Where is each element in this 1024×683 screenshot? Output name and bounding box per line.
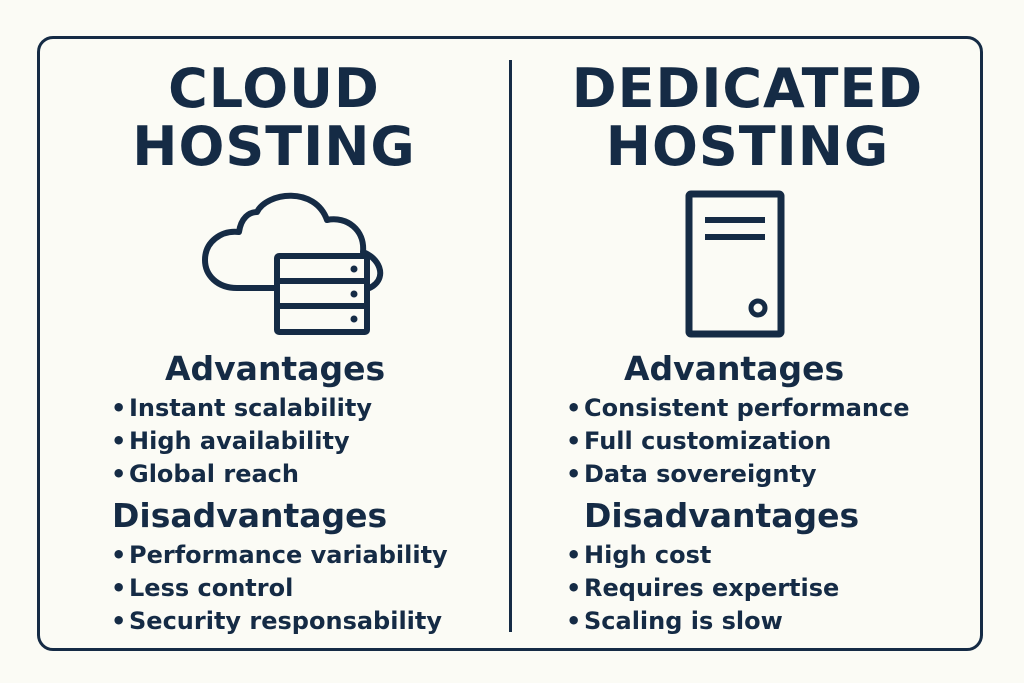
list-item: •Performance variability bbox=[111, 541, 448, 569]
list-item: •Security responsability bbox=[111, 607, 443, 635]
list-item: •Requires expertise bbox=[566, 574, 840, 602]
list-item: •High cost bbox=[566, 541, 712, 569]
list-item: •High availability bbox=[111, 427, 350, 455]
list-item: •Instant scalability bbox=[111, 394, 372, 422]
advantages-heading: Advantages bbox=[624, 349, 845, 388]
list-item: •Consistent performance bbox=[566, 394, 910, 422]
cloud-server-icon bbox=[202, 192, 384, 335]
advantages-heading: Advantages bbox=[165, 349, 386, 388]
list-item: •Scaling is slow bbox=[566, 607, 783, 635]
advantages-list: •Consistent performance •Full customizat… bbox=[566, 392, 910, 491]
advantages-list: •Instant scalability •High availability … bbox=[111, 392, 372, 491]
disadvantages-list: •High cost •Requires expertise •Scaling … bbox=[566, 539, 839, 638]
dedicated-hosting-title: DEDICATED HOSTING bbox=[512, 60, 983, 176]
column-divider bbox=[509, 60, 512, 632]
list-item: •Less control bbox=[111, 574, 294, 602]
disadvantages-list: •Performance variability •Less control •… bbox=[111, 539, 448, 638]
title-line-1: DEDICATED bbox=[571, 57, 924, 120]
list-item: •Global reach bbox=[111, 460, 299, 488]
disadvantages-heading: Disadvantages bbox=[112, 496, 388, 535]
list-item: •Data sovereignty bbox=[566, 460, 817, 488]
title-line-2: HOSTING bbox=[605, 115, 890, 178]
server-tower-icon bbox=[685, 190, 785, 338]
title-line-1: CLOUD bbox=[168, 57, 380, 120]
comparison-frame bbox=[37, 36, 983, 651]
cloud-hosting-title: CLOUD HOSTING bbox=[37, 60, 511, 176]
title-line-2: HOSTING bbox=[132, 115, 416, 178]
list-item: •Full customization bbox=[566, 427, 832, 455]
disadvantages-heading: Disadvantages bbox=[584, 496, 860, 535]
